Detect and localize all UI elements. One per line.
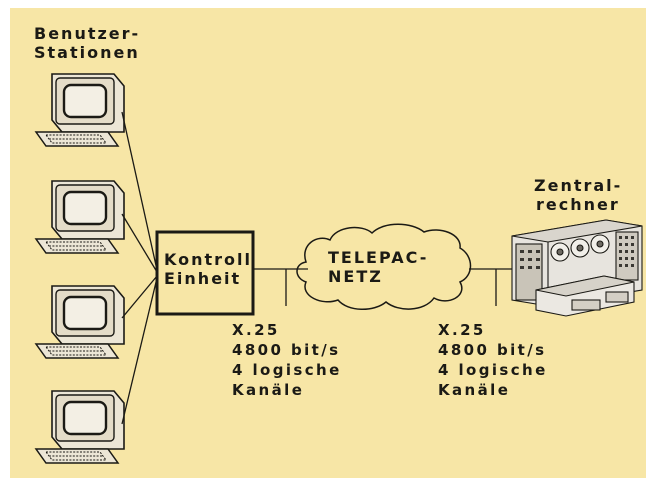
link-right-protocol: X.25 bbox=[438, 321, 486, 339]
central-computer-line1: Zentral- bbox=[534, 176, 623, 195]
user-stations-line1: Benutzer- bbox=[34, 24, 141, 43]
control-unit-label: Kontroll Einheit bbox=[164, 250, 252, 288]
network-label: TELEPAC- NETZ bbox=[328, 248, 428, 286]
network-line1: TELEPAC- bbox=[328, 248, 429, 267]
control-unit-line1: Kontroll bbox=[164, 250, 252, 269]
control-unit-line2: Einheit bbox=[164, 269, 242, 288]
user-stations-label: Benutzer- Stationen bbox=[34, 24, 140, 62]
link-left-channels: 4 logische bbox=[232, 361, 342, 379]
link-right-rate: 4800 bit/s bbox=[438, 341, 547, 359]
terminal-icon bbox=[34, 72, 126, 148]
mainframe-icon bbox=[511, 219, 643, 317]
terminal-icon bbox=[34, 179, 126, 255]
link-right-channels: 4 logische bbox=[438, 361, 548, 379]
central-computer-line2: rechner bbox=[536, 195, 620, 214]
terminal-icon bbox=[34, 389, 126, 465]
control-unit-box bbox=[155, 230, 255, 316]
link-spec-left: X.25 4800 bit/s 4 logische Kanäle bbox=[232, 320, 342, 400]
terminal-connections bbox=[121, 111, 158, 425]
link-spec-right: X.25 4800 bit/s 4 logische Kanäle bbox=[438, 320, 548, 400]
link-left-protocol: X.25 bbox=[232, 321, 280, 339]
network-line2: NETZ bbox=[328, 267, 383, 286]
user-stations-line2: Stationen bbox=[34, 43, 140, 62]
link-left-channels2: Kanäle bbox=[232, 381, 305, 399]
central-computer-label: Zentral- rechner bbox=[534, 176, 622, 214]
link-left-rate: 4800 bit/s bbox=[232, 341, 341, 359]
terminal-icon bbox=[34, 284, 126, 360]
cloud-shape bbox=[296, 223, 472, 310]
link-right-channels2: Kanäle bbox=[438, 381, 511, 399]
